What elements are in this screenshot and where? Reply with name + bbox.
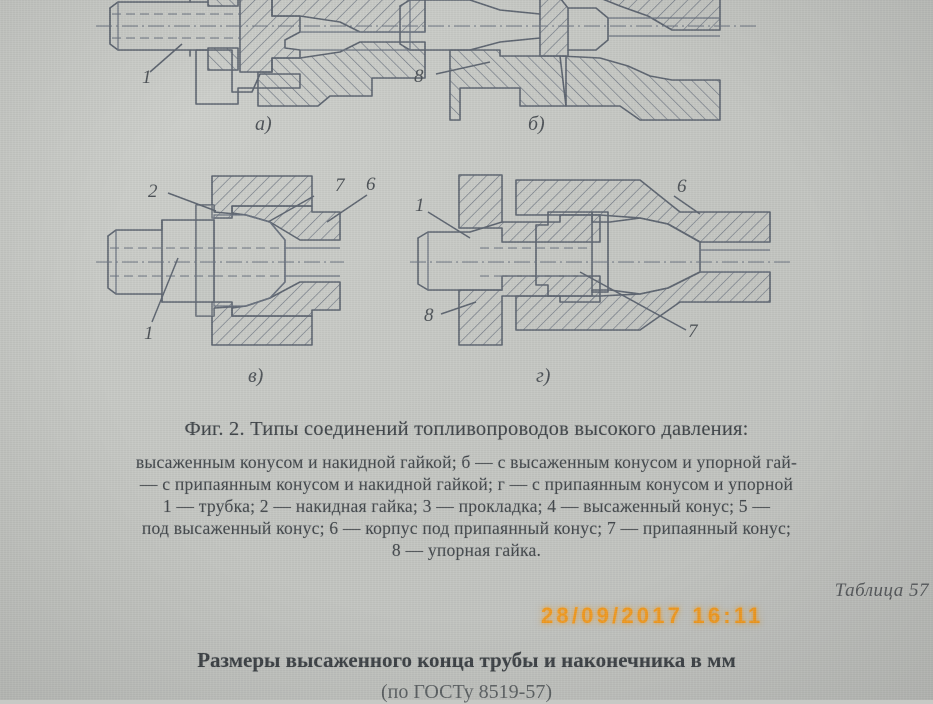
callout-label: 7 [688, 321, 699, 342]
table-heading-title: Размеры высаженного конца трубы и наконе… [197, 648, 736, 672]
callout-label: 8 [424, 305, 434, 326]
callout-label: 6 [677, 176, 687, 197]
camera-timestamp-overlay: 28/09/2017 16:11 [541, 603, 764, 628]
table-reference-label: Таблица 57 [834, 580, 929, 601]
panel-sublabel-g: г) [536, 365, 551, 387]
table-heading-subtitle: (по ГОСТу 8519-57) [381, 681, 552, 703]
panel-sublabel-a: а) [255, 113, 272, 135]
panel-sublabel-b: б) [528, 113, 545, 135]
callout-label: 7 [335, 175, 346, 196]
figure-caption-title: Фиг. 2. Типы соединений топливопроводов … [184, 418, 749, 440]
figure-caption-line-1: высаженным конусом и накидной гайкой; б … [135, 452, 798, 472]
callout-label: 8 [414, 66, 424, 87]
panel-sublabel-v: в) [248, 365, 264, 387]
figure-caption-line-3: 1 — трубка; 2 — накидная гайка; 3 — прок… [162, 496, 771, 516]
panel-v-drawing: 2 7 6 1 в) [96, 174, 376, 387]
callout-label: 1 [142, 67, 152, 88]
panel-b-drawing: 8 б) [399, 0, 760, 135]
figure-drawings: 1 а) 8 б) [96, 0, 790, 387]
figure-caption-line-5: 8 — упорная гайка. [391, 540, 542, 560]
figure-caption-line-4: под высаженный конус; 6 — корпус под при… [141, 518, 792, 538]
callout-label: 1 [144, 323, 154, 344]
panel-g-drawing: 1 6 8 7 г) [410, 174, 790, 387]
callout-label: 2 [148, 181, 158, 202]
callout-label: 6 [366, 174, 376, 195]
panel-a-drawing: 1 а) [96, 0, 426, 135]
callout-label: 1 [415, 195, 425, 216]
figure-caption-line-2: — с припаянным конусом и накидной гайкой… [139, 474, 794, 494]
